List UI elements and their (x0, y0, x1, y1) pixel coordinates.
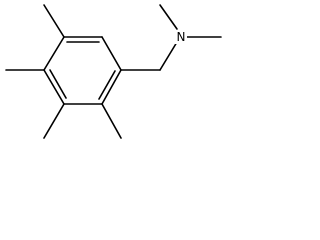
dimethylaminomethyl-chain (120, 4, 222, 71)
ch2-n-bond (159, 41, 178, 71)
methyl-groups (5, 4, 122, 139)
nitrogen-label-background (175, 30, 187, 44)
methyl-bond-bottom-left (43, 103, 65, 139)
ring-double-bond-left (49, 69, 67, 99)
methyl-bond-bottom-right (101, 103, 122, 139)
ring-bond-6 (43, 36, 65, 71)
ring-bond-2 (101, 36, 122, 71)
benzene-ring (43, 36, 122, 105)
nitrogen-atom: N (175, 30, 187, 44)
molecule-structure: N (5, 4, 222, 139)
n-methyl-bond-up (159, 4, 178, 30)
ring-double-bond-right (98, 70, 116, 100)
structure-canvas: N (0, 0, 226, 146)
methyl-bond-top-left (43, 4, 65, 38)
ring-bond-5 (43, 69, 65, 105)
nitrogen-label: N (177, 30, 186, 44)
ring-bond-3 (101, 69, 122, 105)
